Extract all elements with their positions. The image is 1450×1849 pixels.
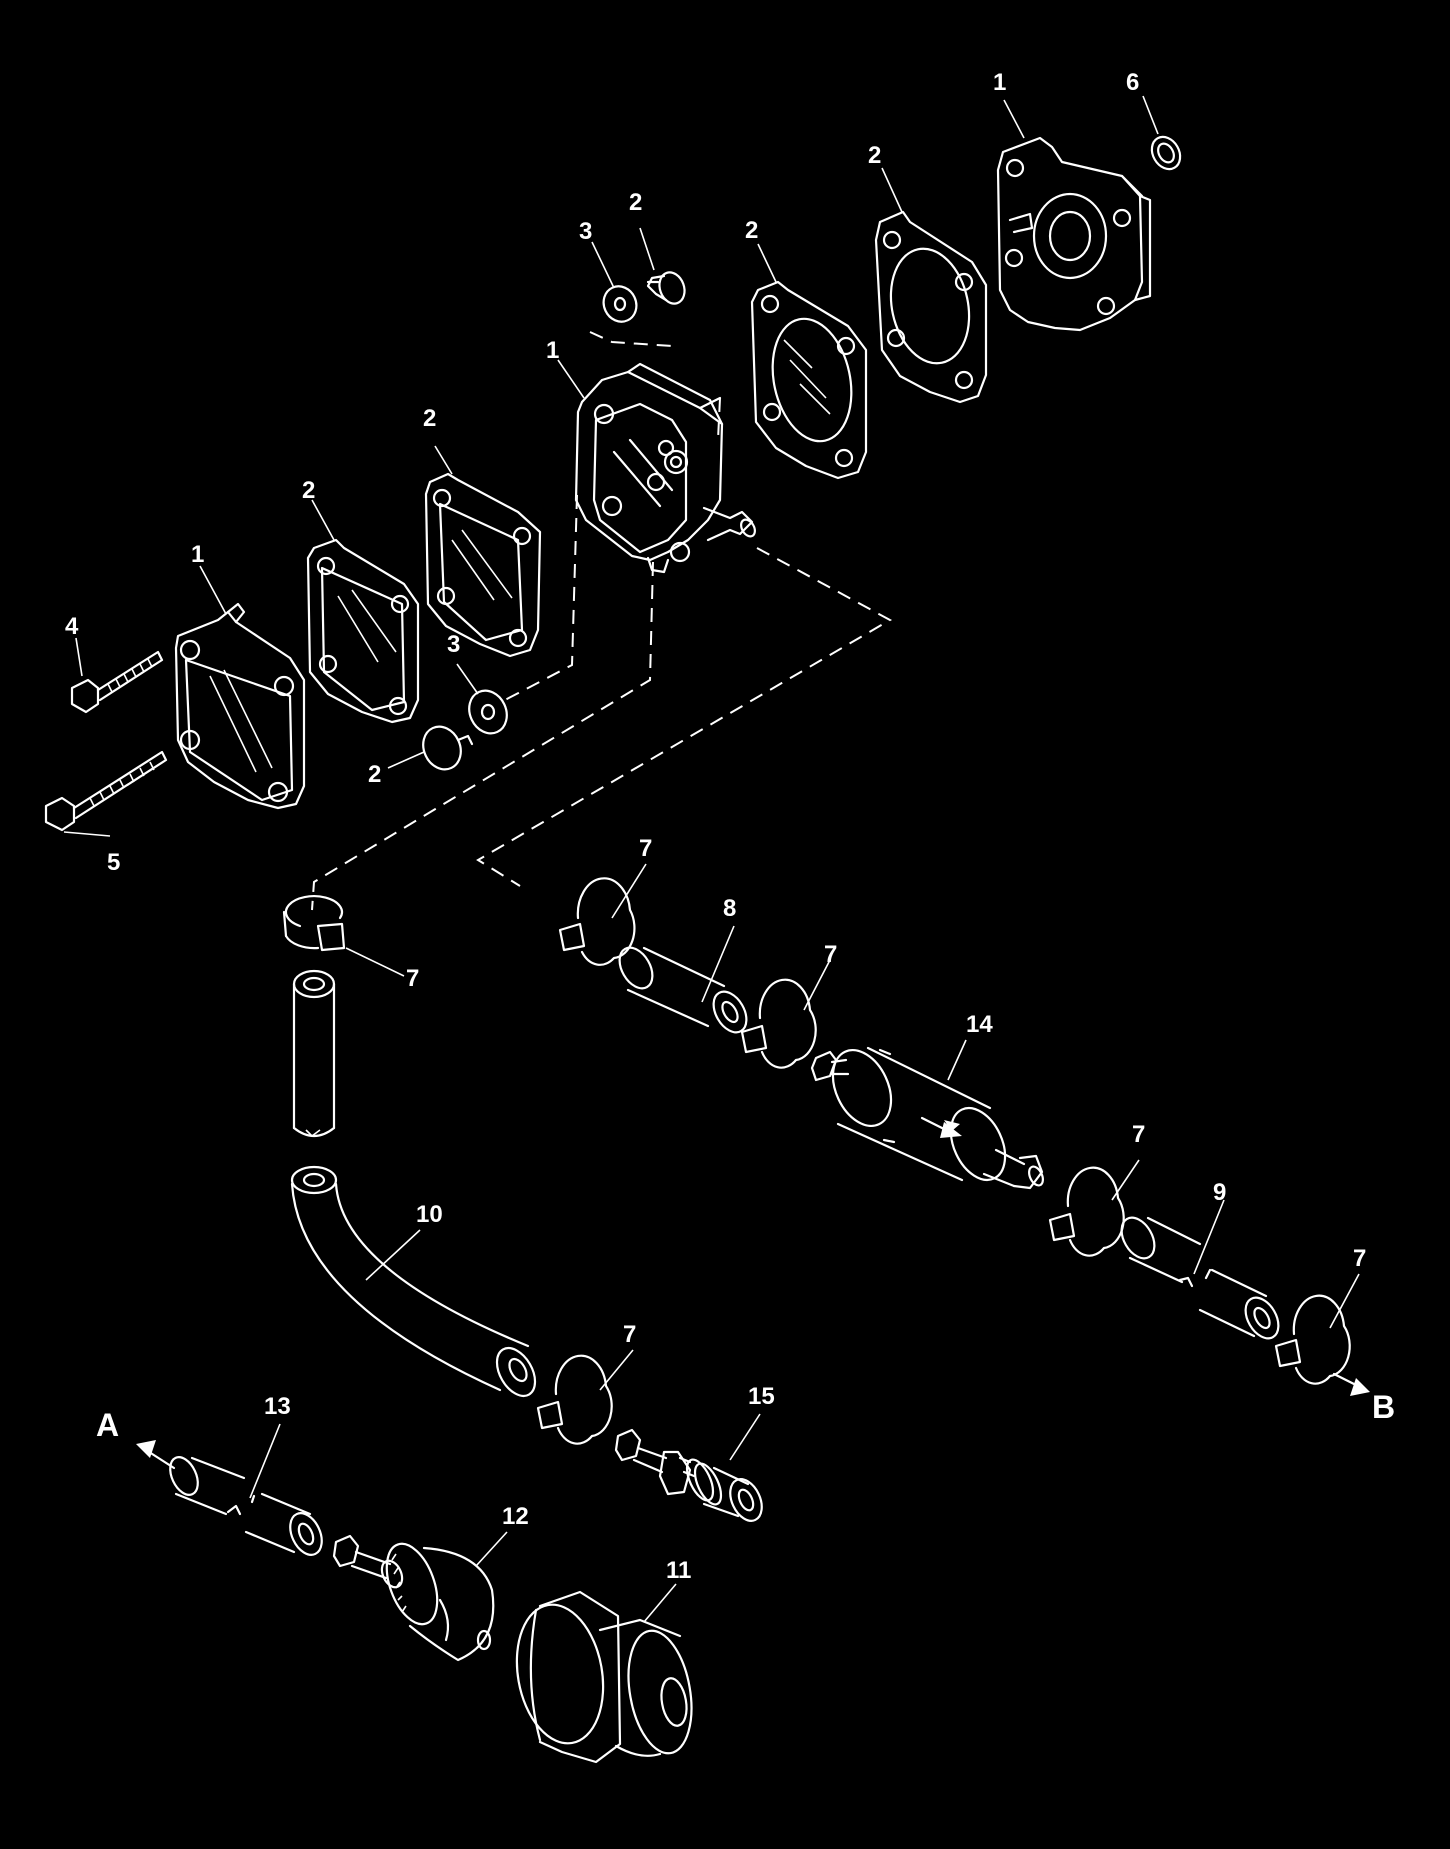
fuel-hose-bent (290, 1165, 537, 1397)
flow-label-a: A (96, 1407, 119, 1443)
diaphragm-top (750, 280, 868, 480)
hose-clamp-a (282, 895, 346, 952)
assembly-guide-lines (311, 331, 893, 911)
tank-connector (515, 1590, 693, 1764)
callout-1-front-cover: 1 (191, 541, 204, 568)
gasket-top (874, 210, 988, 404)
callout-12-bulb: 12 (502, 1503, 529, 1530)
callout-2-gasket-mid: 2 (302, 477, 315, 504)
callout-2-gasket-top: 2 (868, 142, 881, 169)
flow-arrow-b (1332, 1372, 1370, 1396)
callout-2-valve-top: 2 (629, 189, 642, 216)
callout-7-clamp-e: 7 (1353, 1245, 1366, 1272)
washer-top (602, 285, 638, 323)
fuel-pump-body (574, 362, 756, 574)
callout-6-o-ring: 6 (1126, 69, 1139, 96)
pump-rear-cover (996, 136, 1152, 332)
flow-labels: A B (96, 1389, 1395, 1443)
callout-2-diaphragm-top: 2 (745, 217, 758, 244)
washer-low (468, 689, 508, 735)
callout-1-rear-cover: 1 (993, 69, 1006, 96)
hose-clamp-e (1274, 1294, 1351, 1385)
callout-9-hose: 9 (1213, 1179, 1226, 1206)
hose-clamp-b (558, 877, 636, 966)
flow-arrow-a (136, 1440, 176, 1470)
inline-fuel-filter (810, 1046, 1044, 1190)
callout-7-clamp-f: 7 (623, 1321, 636, 1348)
fuel-hose-8 (618, 946, 748, 1034)
screw-short (70, 650, 164, 714)
primer-bulb (332, 1534, 495, 1662)
fuel-hose-9 (1120, 1216, 1280, 1340)
callout-3-washer-low: 3 (447, 631, 460, 658)
callout-5-screw-long: 5 (107, 849, 120, 876)
fuel-hose-short (292, 969, 336, 1138)
callout-2-plate-mid: 2 (423, 405, 436, 432)
callout-7-clamp-b: 7 (406, 965, 419, 992)
check-valve-low (422, 725, 474, 771)
callout-8-hose: 8 (723, 895, 736, 922)
valve-plate (306, 538, 420, 724)
callout-7-clamp-a: 7 (639, 835, 652, 862)
callout-13-hose: 13 (264, 1393, 291, 1420)
callout-7-clamp-c: 7 (824, 941, 837, 968)
o-ring (1150, 135, 1182, 171)
callout-3-washer-top: 3 (579, 218, 592, 245)
fuel-hose-13 (169, 1456, 323, 1556)
callout-11-connector: 11 (666, 1557, 691, 1584)
callout-7-clamp-d: 7 (1132, 1121, 1145, 1148)
hose-fitting (614, 1428, 763, 1522)
callout-1-pump-body: 1 (546, 337, 559, 364)
screw-long (44, 750, 168, 832)
flow-label-b: B (1372, 1389, 1395, 1425)
pump-front-cover (174, 602, 306, 810)
hose-clamp-f (536, 1354, 613, 1445)
callout-2-valve-low: 2 (368, 761, 381, 788)
check-valve-top (646, 271, 686, 305)
callout-4-screw-short: 4 (65, 613, 79, 640)
gasket-mid (424, 472, 542, 658)
callout-10-hose: 10 (416, 1201, 443, 1228)
hose-clamp-d (1048, 1166, 1125, 1257)
callout-14-filter: 14 (966, 1011, 993, 1038)
leader-lines (63, 95, 1360, 1623)
callout-15-fitting: 15 (748, 1383, 775, 1410)
hose-clamp-c (740, 978, 817, 1069)
callouts: 1 6 2 2 2 3 1 2 2 1 4 3 2 5 7 8 7 7 14 7… (65, 69, 1366, 1584)
